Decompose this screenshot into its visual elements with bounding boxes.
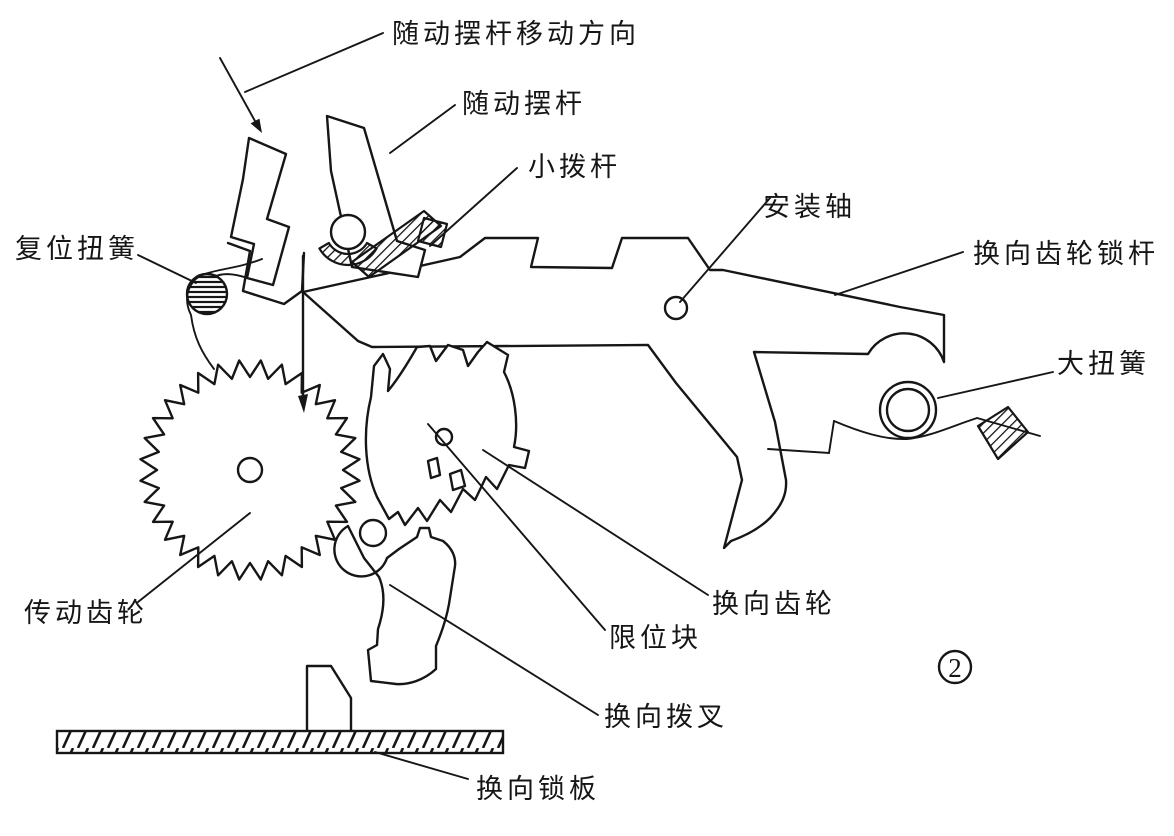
leader-lines (137, 32, 1054, 780)
leader-follower-direction (244, 32, 384, 93)
leader-reset-spring (137, 254, 197, 284)
reset-spring-coil (185, 272, 229, 316)
reversing-gear-hole (434, 427, 454, 447)
large-spring-inner-coil (885, 387, 931, 433)
label-small-lever: 小拨杆 (528, 152, 621, 182)
label-reset-spring: 复位扭簧 (15, 234, 139, 264)
badge-circle (937, 649, 973, 685)
small-lever (318, 209, 449, 279)
label-lock-lever: 换向齿轮锁杆 (973, 239, 1159, 269)
label-reversing-fork: 换向拨叉 (604, 702, 728, 732)
leader-reversing-fork (389, 584, 599, 716)
reset-torsion-spring (185, 258, 263, 370)
badge-number: 2 (948, 653, 962, 683)
leader-reversing-gear (482, 449, 709, 596)
arrowhead (250, 118, 262, 133)
leader-lock-lever (834, 251, 964, 296)
leader-large-spring (937, 371, 1054, 399)
mounting-shaft-hole (663, 295, 689, 321)
reversing-fork (333, 518, 457, 686)
leader-follower-lever (389, 104, 456, 154)
limit-block-slot-2 (448, 468, 467, 492)
fork-pivot-hole (358, 518, 388, 548)
label-reversing-gear: 换向齿轮 (712, 589, 836, 619)
direction-arrow (219, 57, 262, 133)
small-lever-tab (416, 216, 449, 249)
limit-block-slot (426, 456, 442, 480)
large-torsion-spring (767, 380, 1041, 461)
reversing-gear (364, 340, 531, 527)
follower-pivot (329, 213, 367, 251)
reversing-lock-plate (55, 664, 505, 755)
large-spring-outer-coil (878, 380, 938, 440)
labels: 随动摆杆移动方向 随动摆杆 小拨杆 安装轴 换向齿轮锁杆 大扭簧 复位扭簧 传动… (15, 19, 1159, 804)
leader-mounting-shaft (679, 197, 771, 303)
transmission-gear (139, 359, 361, 581)
label-follower-lever: 随动摆杆 (462, 89, 586, 119)
reset-spring-wire (186, 258, 263, 370)
lock-plate-bar (55, 729, 505, 755)
pawl-tip (298, 394, 308, 413)
label-lock-plate: 换向锁板 (476, 774, 600, 804)
figure-number-badge: 2 (937, 649, 973, 685)
transmission-gear-hole (236, 456, 264, 484)
leader-transmission-gear (137, 512, 251, 603)
label-large-spring: 大扭簧 (1057, 349, 1150, 379)
label-follower-direction: 随动摆杆移动方向 (392, 19, 640, 49)
label-limit-block: 限位块 (609, 623, 702, 653)
label-transmission-gear: 传动齿轮 (24, 598, 148, 628)
support-block (305, 664, 353, 731)
spring-anchor-block (976, 405, 1030, 461)
leader-limit-block (427, 423, 606, 631)
leader-lock-plate (374, 751, 469, 780)
follower-left-prong (229, 136, 291, 287)
leader-small-lever (429, 167, 518, 247)
label-mounting-shaft: 安装轴 (763, 192, 856, 222)
